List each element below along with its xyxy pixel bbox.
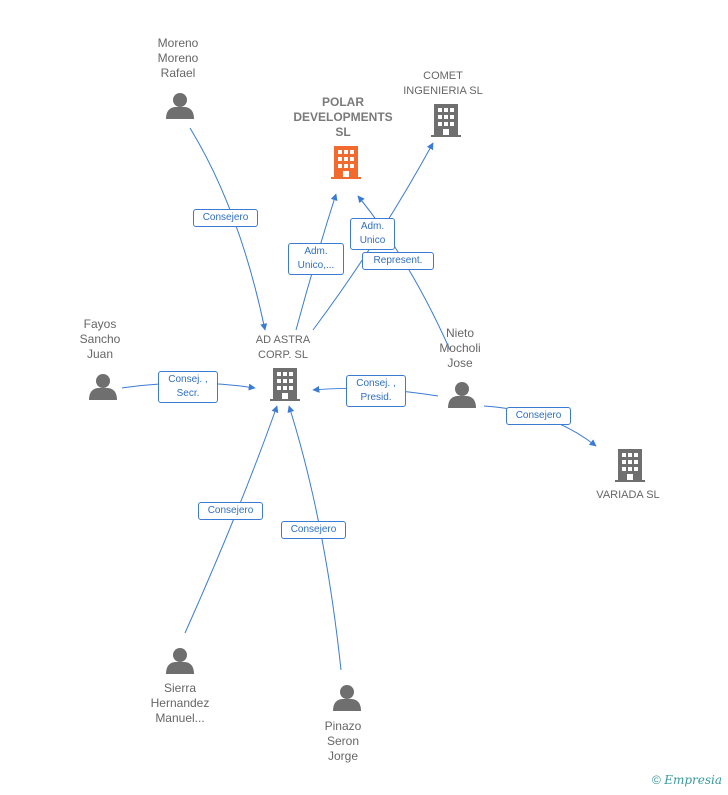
edge-label-represent[interactable]: Represent. bbox=[362, 252, 434, 270]
node-label-comet[interactable]: COMET INGENIERIA SL bbox=[403, 70, 483, 97]
edge-label-fayos-consej[interactable]: Consej. , Secr. bbox=[158, 371, 218, 403]
empresia-logo[interactable]: Empresia bbox=[664, 773, 722, 787]
person-icon-sierra[interactable] bbox=[166, 648, 194, 674]
building-icon-polar[interactable] bbox=[331, 146, 361, 179]
edge-label-adm-unico-1[interactable]: Adm. Unico,... bbox=[288, 243, 344, 275]
node-label-sierra[interactable]: Sierra Hernandez Manuel... bbox=[150, 681, 210, 725]
edge-label-adm-unico-2[interactable]: Adm. Unico bbox=[350, 218, 395, 250]
node-label-moreno[interactable]: Moreno Moreno Rafael bbox=[157, 36, 199, 80]
building-icon-comet[interactable] bbox=[431, 104, 461, 137]
edge-label-moreno-consejero[interactable]: Consejero bbox=[193, 209, 258, 227]
building-icon-variada[interactable] bbox=[615, 449, 645, 482]
edge-label-nieto-consej[interactable]: Consej. , Presid. bbox=[346, 375, 406, 407]
node-label-polar[interactable]: POLAR DEVELOPMENTS SL bbox=[293, 95, 393, 139]
edge-moreno-adastra bbox=[189, 127, 268, 331]
node-label-variada[interactable]: VARIADA SL bbox=[596, 489, 660, 501]
building-icon-adastra[interactable] bbox=[270, 368, 300, 401]
person-icon-fayos[interactable] bbox=[89, 374, 117, 400]
person-icon-moreno[interactable] bbox=[166, 93, 194, 119]
copyright-footer: © Empresia bbox=[652, 773, 722, 787]
copyright-symbol: © bbox=[652, 773, 661, 787]
node-label-nieto[interactable]: Nieto Mocholi Jose bbox=[439, 326, 481, 370]
edge-label-pinazo-consejero[interactable]: Consejero bbox=[281, 521, 346, 539]
edge-label-sierra-consejero[interactable]: Consejero bbox=[198, 502, 263, 520]
person-icon-nieto[interactable] bbox=[448, 382, 476, 408]
edge-label-nieto-consejero[interactable]: Consejero bbox=[506, 407, 571, 425]
node-label-fayos[interactable]: Fayos Sancho Juan bbox=[79, 317, 121, 361]
node-label-pinazo[interactable]: Pinazo Seron Jorge bbox=[324, 719, 362, 763]
node-label-adastra[interactable]: AD ASTRA CORP. SL bbox=[255, 334, 311, 361]
person-icon-pinazo[interactable] bbox=[333, 685, 361, 711]
